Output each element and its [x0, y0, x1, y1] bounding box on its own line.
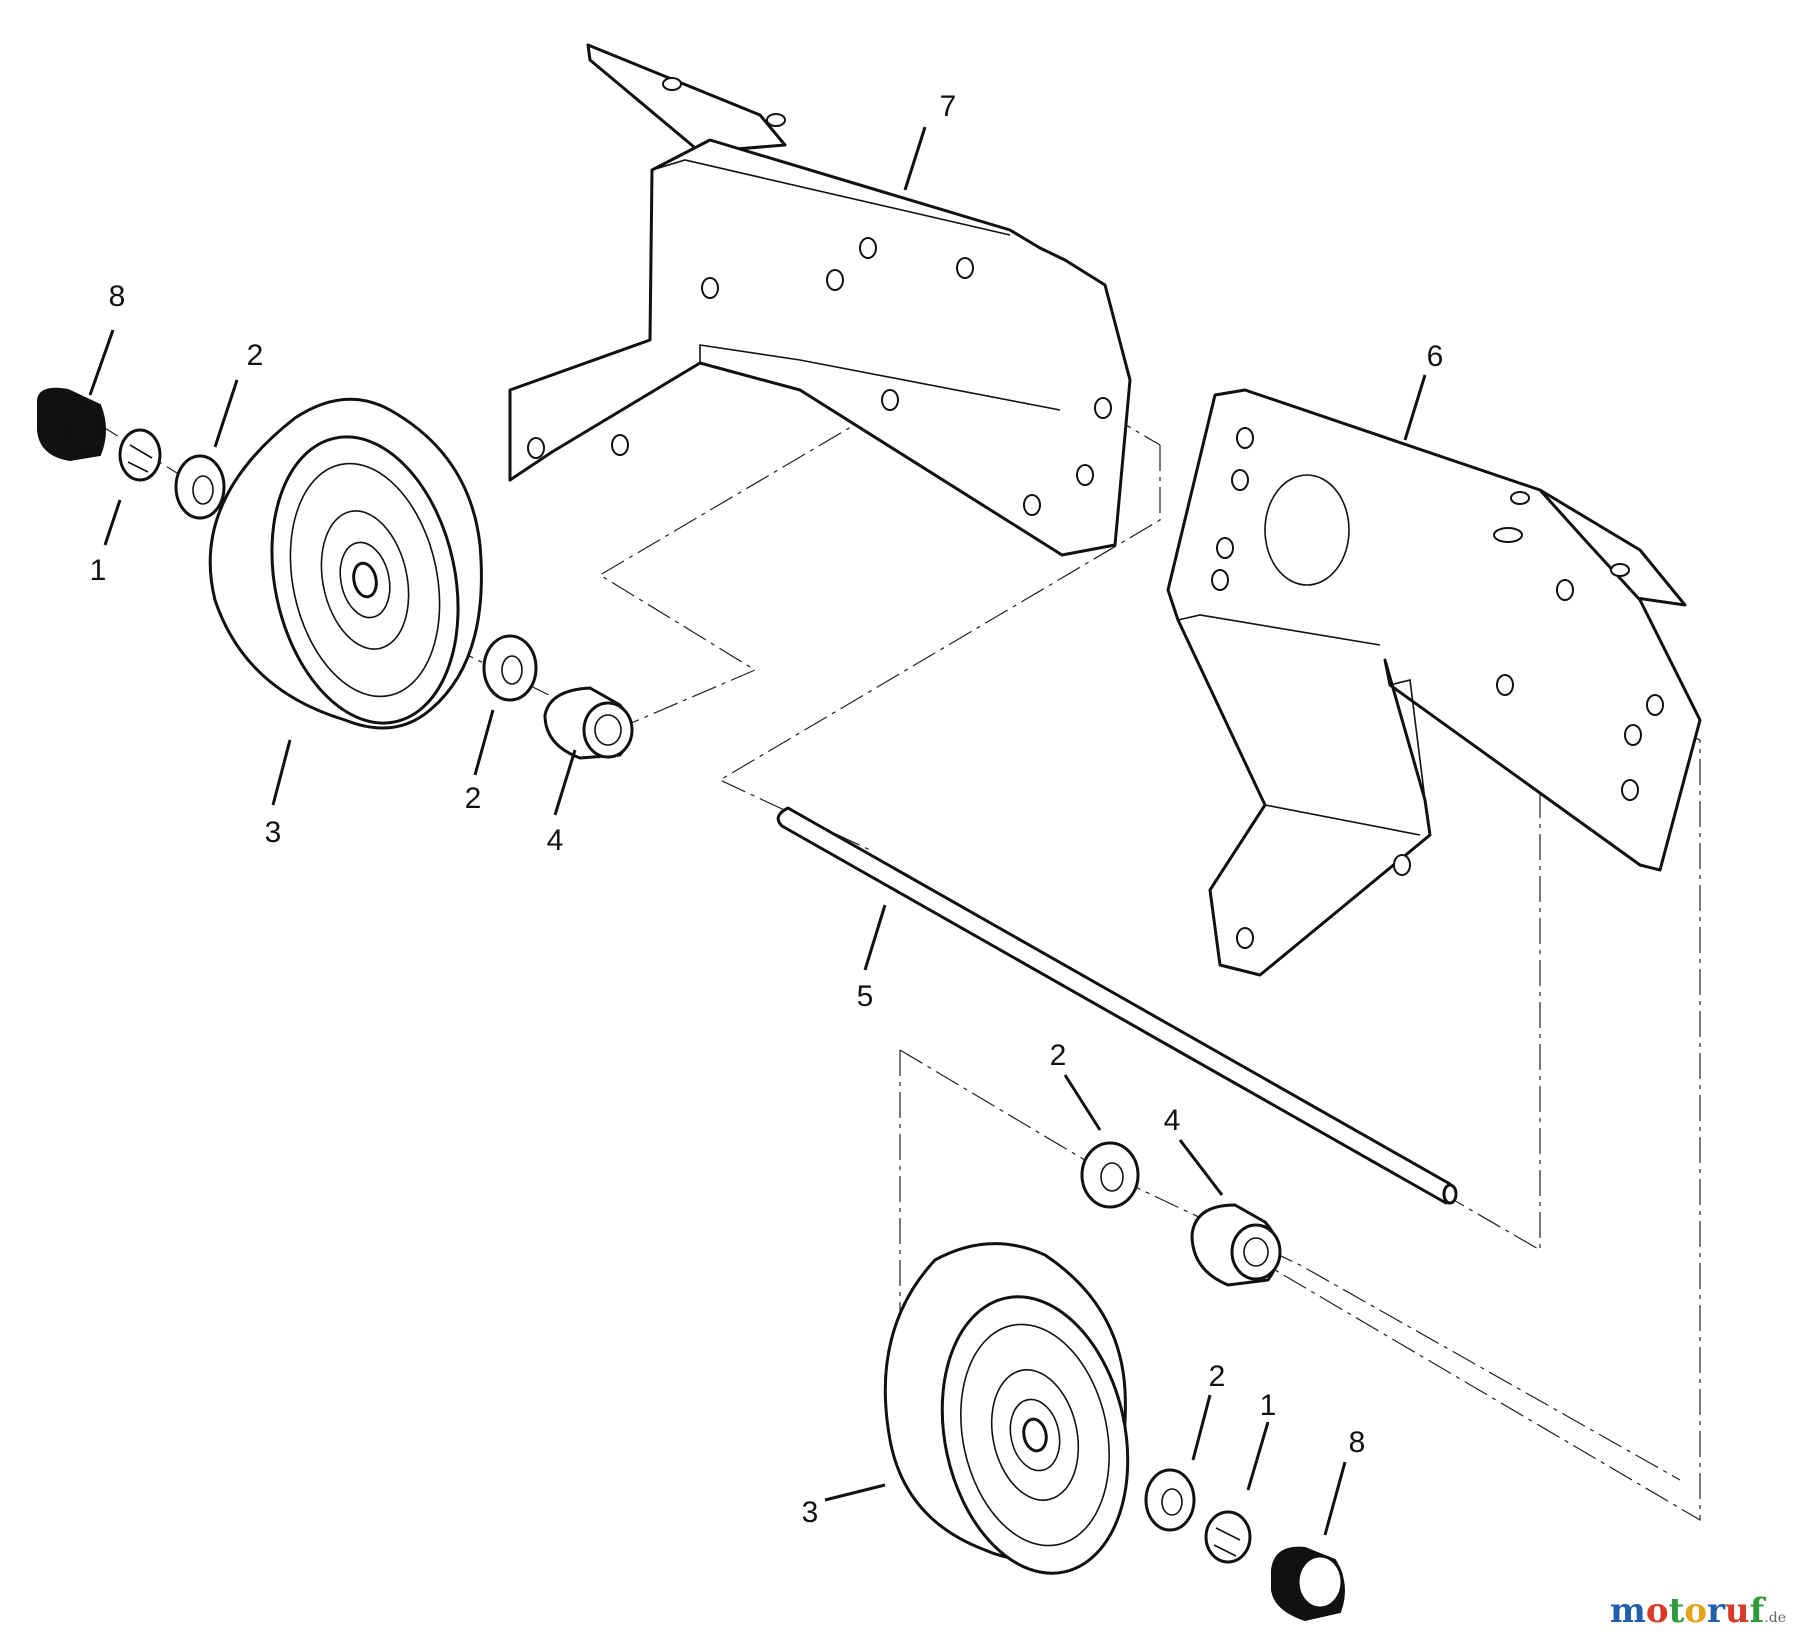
- callout-2-right-outer: 2: [1209, 1360, 1226, 1393]
- washer-part-2-left-outer: [174, 454, 226, 520]
- callout-7: 7: [940, 90, 957, 123]
- e-clip-part-1-right: [1204, 1510, 1252, 1564]
- axle-part-5: [776, 806, 1458, 1205]
- washer-part-2-left-inner: [482, 634, 538, 702]
- e-clip-part-1-left: [118, 428, 162, 482]
- callout-4-left: 4: [547, 824, 564, 857]
- left-wheel-assembly: [37, 387, 634, 760]
- watermark-letter: o: [1645, 1591, 1669, 1631]
- right-wheel-assembly: [883, 1141, 1345, 1622]
- bracket-7-holes: [527, 77, 1112, 516]
- callout-8-left: 8: [109, 280, 126, 313]
- callout-2-left-inner: 2: [465, 782, 482, 815]
- watermark-letter: m: [1609, 1591, 1646, 1631]
- watermark-letter: f: [1749, 1591, 1765, 1631]
- bracket-part-6: [1166, 388, 1702, 977]
- motoruf-watermark: motoruf.de: [1610, 1591, 1786, 1631]
- bracket-part-7: [508, 43, 1132, 557]
- wheel-cap-part-8-left: [37, 387, 106, 462]
- wheel-part-3-right: [883, 1242, 1130, 1575]
- callout-1-left: 1: [90, 554, 107, 587]
- wheel-cap-part-8-right: [1271, 1546, 1345, 1622]
- watermark-letter: u: [1724, 1591, 1750, 1631]
- watermark-letter: r: [1707, 1591, 1725, 1631]
- callout-5: 5: [857, 980, 874, 1013]
- callout-1-right: 1: [1260, 1389, 1277, 1422]
- bracket-6-holes: [1211, 427, 1664, 949]
- callout-6: 6: [1427, 340, 1444, 373]
- leader-lines: [88, 126, 1427, 1536]
- washer-part-2-right-inner: [1080, 1141, 1140, 1209]
- callout-labels: 8 2 1 3 2 4 7 6 5 2 4 3 2 1 8: [90, 90, 1444, 1529]
- callout-8-right: 8: [1349, 1426, 1366, 1459]
- washer-part-2-right-outer: [1144, 1468, 1196, 1532]
- watermark-suffix: .de: [1764, 1610, 1786, 1626]
- spacer-part-4-left: [543, 686, 634, 760]
- wheel-part-3-left: [208, 397, 483, 730]
- callout-2-left-outer: 2: [247, 339, 264, 372]
- watermark-letter: t: [1668, 1591, 1685, 1631]
- callout-3-right: 3: [802, 1496, 819, 1529]
- spacer-part-4-right: [1190, 1203, 1282, 1287]
- watermark-letter: o: [1684, 1591, 1707, 1631]
- callout-3-left: 3: [265, 816, 282, 849]
- callout-4-right: 4: [1164, 1104, 1181, 1137]
- callout-2-right-inner: 2: [1050, 1039, 1067, 1072]
